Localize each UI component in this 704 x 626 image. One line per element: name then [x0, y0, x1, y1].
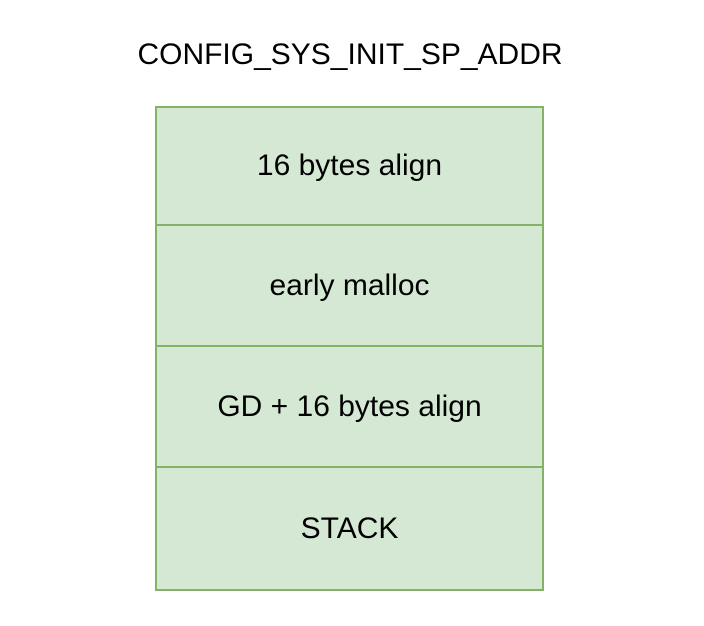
memory-layout-stack: 16 bytes align early malloc GD + 16 byte…	[155, 106, 544, 591]
block-align: 16 bytes align	[155, 106, 544, 226]
block-early-malloc: early malloc	[155, 224, 544, 347]
block-gd: GD + 16 bytes align	[155, 345, 544, 468]
block-stack: STACK	[155, 466, 544, 591]
address-label: CONFIG_SYS_INIT_SP_ADDR	[137, 38, 563, 71]
